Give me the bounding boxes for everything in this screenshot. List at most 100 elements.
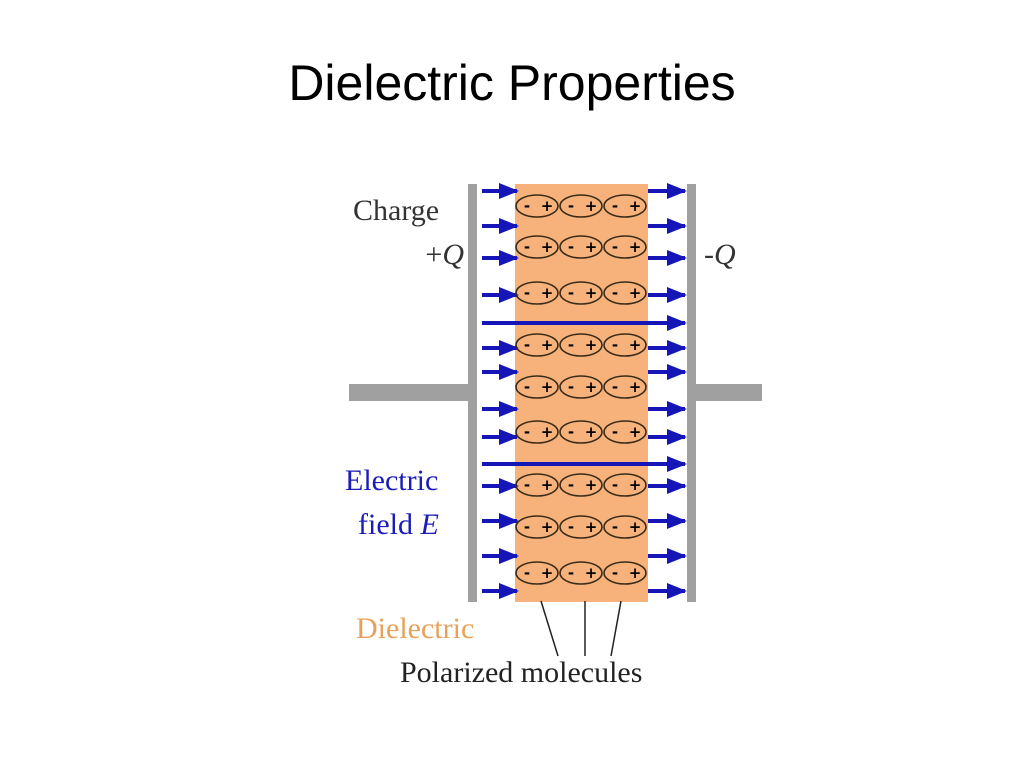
molecule: -+ <box>515 194 559 218</box>
molecule-outline <box>515 420 559 444</box>
molecule-outline <box>559 515 603 539</box>
molecule-positive-sign: + <box>585 284 598 302</box>
molecule-outline <box>559 420 603 444</box>
molecule: -+ <box>559 281 603 305</box>
charge-label: Charge <box>353 194 440 227</box>
molecule-outline <box>603 281 647 305</box>
molecule: -+ <box>515 235 559 259</box>
right-lead <box>696 384 762 401</box>
molecule-outline <box>515 375 559 399</box>
molecule-negative-sign: - <box>612 476 618 494</box>
molecule-positive-sign: + <box>585 423 598 441</box>
molecule-positive-sign: + <box>629 476 642 494</box>
molecule-negative-sign: - <box>612 238 618 256</box>
molecule-positive-sign: + <box>629 378 642 396</box>
molecule-positive-sign: + <box>585 238 598 256</box>
molecule: -+ <box>603 515 647 539</box>
molecule-negative-sign: - <box>568 518 574 536</box>
molecule-negative-sign: - <box>568 197 574 215</box>
molecule-negative-sign: - <box>524 378 530 396</box>
molecule: -+ <box>603 420 647 444</box>
molecule-negative-sign: - <box>524 197 530 215</box>
molecule-negative-sign: - <box>524 476 530 494</box>
molecule-negative-sign: - <box>524 284 530 302</box>
molecule-positive-sign: + <box>585 378 598 396</box>
molecule: -+ <box>559 420 603 444</box>
molecule-negative-sign: - <box>524 423 530 441</box>
field-word: field <box>358 508 421 541</box>
molecule-outline <box>559 281 603 305</box>
positive-charge-label: +Q <box>425 240 464 270</box>
molecule-positive-sign: + <box>629 336 642 354</box>
molecule: -+ <box>559 473 603 497</box>
electric-field-label-line2: field E <box>358 510 439 540</box>
molecule-negative-sign: - <box>568 336 574 354</box>
molecule: -+ <box>515 420 559 444</box>
molecule-positive-sign: + <box>629 518 642 536</box>
molecule-outline <box>515 473 559 497</box>
molecule-positive-sign: + <box>541 476 554 494</box>
polarized-molecules-label: Polarized molecules <box>400 656 643 689</box>
molecule-positive-sign: + <box>541 284 554 302</box>
molecule-negative-sign: - <box>612 197 618 215</box>
left-lead <box>349 384 468 401</box>
molecule-outline <box>603 194 647 218</box>
molecule-negative-sign: - <box>568 423 574 441</box>
negative-charge-label: -Q <box>704 240 736 270</box>
molecule-outline <box>515 194 559 218</box>
molecule-positive-sign: + <box>629 284 642 302</box>
molecule-positive-sign: + <box>585 476 598 494</box>
molecule-negative-sign: - <box>568 476 574 494</box>
molecule-positive-sign: + <box>541 564 554 582</box>
molecule-negative-sign: - <box>568 284 574 302</box>
molecule-positive-sign: + <box>541 378 554 396</box>
left-plate <box>468 184 477 602</box>
negative-sign: - <box>704 238 714 271</box>
electric-field-label-line1: Electric <box>345 464 439 497</box>
molecule-positive-sign: + <box>629 197 642 215</box>
molecule-positive-sign: + <box>585 564 598 582</box>
molecule-negative-sign: - <box>612 423 618 441</box>
molecule-outline <box>515 235 559 259</box>
dielectric-slab <box>515 184 648 602</box>
molecule-negative-sign: - <box>524 336 530 354</box>
molecule-positive-sign: + <box>629 564 642 582</box>
right-plate <box>687 184 696 602</box>
positive-sign: + <box>425 238 443 271</box>
molecule: -+ <box>603 194 647 218</box>
molecule-outline <box>559 473 603 497</box>
molecule-positive-sign: + <box>541 238 554 256</box>
molecule: -+ <box>559 194 603 218</box>
molecule-outline <box>559 194 603 218</box>
molecule-positive-sign: + <box>541 423 554 441</box>
molecule-outline <box>559 333 603 357</box>
molecule-outline <box>515 281 559 305</box>
molecule: -+ <box>603 473 647 497</box>
molecule-outline <box>559 235 603 259</box>
molecule-pointer-line-1 <box>540 600 559 657</box>
molecule: -+ <box>603 333 647 357</box>
molecule-negative-sign: - <box>568 564 574 582</box>
molecule-positive-sign: + <box>541 518 554 536</box>
molecule-outline <box>603 473 647 497</box>
molecule: -+ <box>559 235 603 259</box>
molecule-positive-sign: + <box>541 197 554 215</box>
molecule: -+ <box>603 375 647 399</box>
molecule-outline <box>603 333 647 357</box>
molecule-outline <box>603 235 647 259</box>
molecule-negative-sign: - <box>612 378 618 396</box>
molecule-outline <box>559 375 603 399</box>
molecule-pointer-line-3 <box>610 600 622 657</box>
molecule: -+ <box>515 375 559 399</box>
molecule: -+ <box>559 333 603 357</box>
positive-q-symbol: Q <box>442 238 464 271</box>
molecule-negative-sign: - <box>612 284 618 302</box>
molecule-outline <box>603 515 647 539</box>
molecule-negative-sign: - <box>524 564 530 582</box>
molecule-outline <box>559 561 603 585</box>
molecule-negative-sign: - <box>524 238 530 256</box>
molecule-negative-sign: - <box>568 378 574 396</box>
molecule-negative-sign: - <box>568 238 574 256</box>
molecule-positive-sign: + <box>629 423 642 441</box>
